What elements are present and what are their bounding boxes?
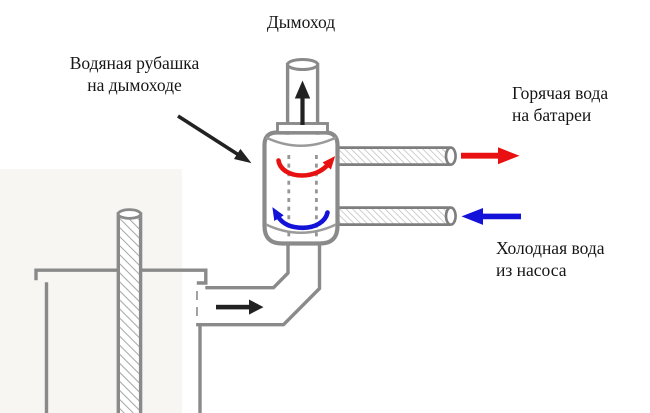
- hot-circulation-arrow: [276, 156, 336, 178]
- scan-background-region: [0, 169, 182, 413]
- jacket-pointer-arrow: [177, 114, 252, 164]
- inner-pipe-rod: [116, 208, 143, 413]
- cold-circulation-arrow: [272, 207, 330, 231]
- jacket-top-rim: [265, 136, 337, 147]
- hot-water-flow-arrow: [461, 147, 520, 165]
- cold-water-flow-arrow: [461, 208, 521, 225]
- smoke-up-arrow: [294, 80, 311, 125]
- flue-flow-arrow: [216, 299, 264, 315]
- cold-water-label: Холодная вода из насоса: [496, 238, 605, 280]
- jacket-bottom-rim: [265, 223, 337, 234]
- cold-inlet-pipe: [336, 206, 457, 226]
- hot-water-label: Горячая вода на батареи: [512, 83, 609, 125]
- flue-elbow-pipe: [196, 240, 322, 327]
- hot-outlet-pipe: [336, 146, 457, 166]
- chimney-label: Дымоход: [266, 12, 336, 32]
- chimney-pipe: [276, 58, 329, 135]
- stove-tank: [34, 268, 208, 413]
- water-jacket-label: Водяная рубашка на дымоходе: [69, 53, 200, 95]
